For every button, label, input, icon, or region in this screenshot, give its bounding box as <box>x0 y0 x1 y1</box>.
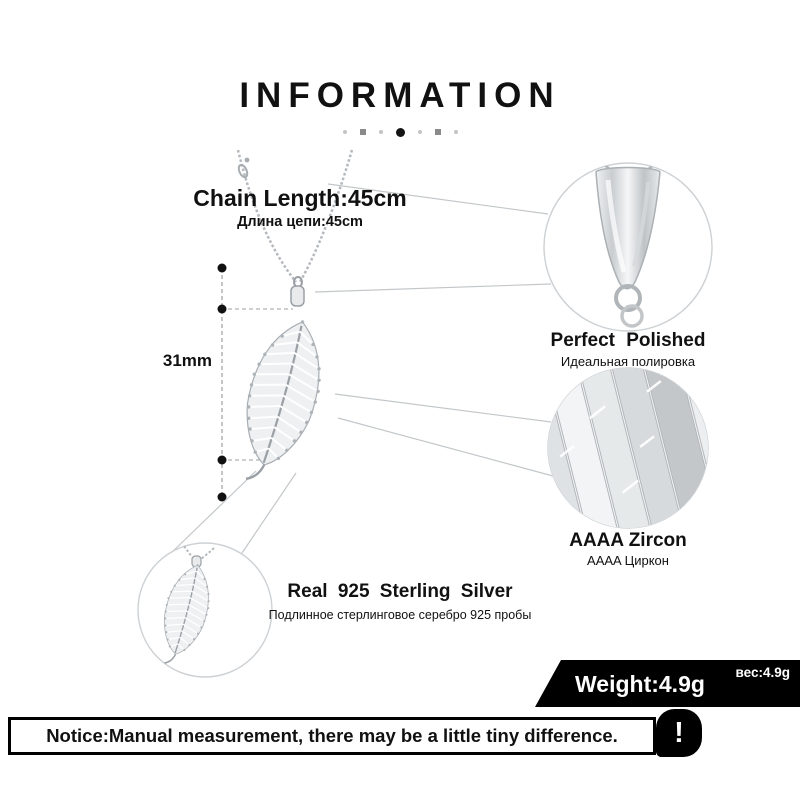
callout-connectors <box>167 183 554 557</box>
dot-icon <box>417 130 422 134</box>
dot-icon <box>359 129 366 135</box>
weight-banner: Weight:4.9g вес:4.9g <box>535 660 800 707</box>
weight-label: Weight:4.9g <box>575 671 705 697</box>
feature-zircon-label: AAAA Zircon <box>569 530 687 551</box>
chain-length-label-ru: Длина цепи:45cm <box>237 214 363 230</box>
notice-bar: Notice:Manual measurement, there may be … <box>8 717 656 755</box>
chain-length-label: Chain Length:45cm <box>193 185 407 211</box>
page-title: INFORMATION <box>239 76 561 115</box>
feature-polished-label: Perfect Polished <box>550 330 706 351</box>
callout-circle-polished <box>543 162 713 332</box>
notice-text: Notice:Manual measurement, there may be … <box>46 725 618 746</box>
weight-label-ru: вес:4.9g <box>735 665 790 680</box>
pendant-height-label: 31mm <box>162 351 212 370</box>
feature-silver-label-ru: Подлинное стерлинговое серебро 925 пробы <box>268 608 532 622</box>
dot-icon <box>342 130 347 134</box>
dot-icon <box>378 130 383 134</box>
clasp-icon <box>237 163 249 179</box>
pendant-bail <box>290 285 305 307</box>
feature-zircon-label-ru: AAAA Циркон <box>587 553 669 568</box>
dot-icon <box>453 130 458 134</box>
feature-silver-label: Real 925 Sterling Silver <box>287 581 513 602</box>
callout-circle-pendant <box>137 542 273 678</box>
feature-polished-label-ru: Идеальная полировка <box>560 354 696 369</box>
alert-badge: ! <box>656 709 702 757</box>
decorative-dots <box>0 126 800 138</box>
dot-icon <box>434 129 441 135</box>
pendant <box>225 276 337 493</box>
exclamation-icon: ! <box>674 716 684 749</box>
dot-icon <box>395 127 405 137</box>
necklace-chain <box>236 149 354 283</box>
dimension-lines <box>217 263 293 502</box>
